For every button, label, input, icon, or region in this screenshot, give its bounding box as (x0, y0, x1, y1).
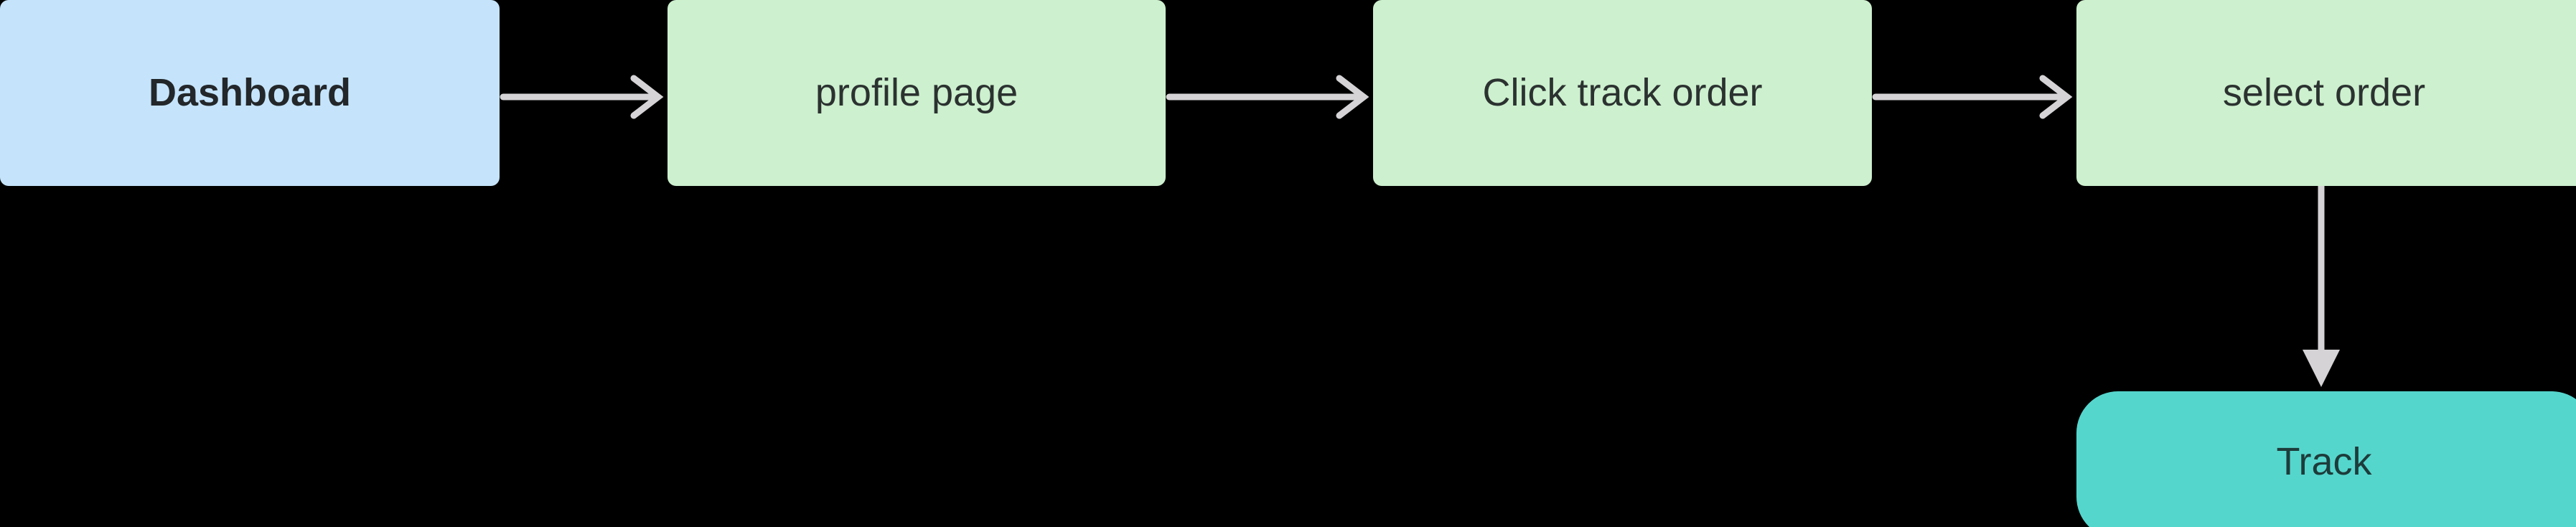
edge-dashboard-to-profile-page[interactable] (499, 68, 671, 126)
flowchart-node-select-order[interactable]: select order (2076, 0, 2576, 186)
edge-select-order-to-track[interactable] (2290, 183, 2390, 398)
node-label-track: Track (2276, 440, 2372, 484)
arrowhead-right-icon (630, 75, 664, 119)
arrowhead-down-icon (2303, 350, 2340, 387)
flowchart-node-track[interactable]: Track (2076, 391, 2576, 527)
node-label-dashboard: Dashboard (148, 71, 352, 115)
node-label-select-order: select order (2222, 71, 2426, 115)
edge-click-track-order-to-select-order[interactable] (1871, 68, 2080, 126)
flowchart-node-dashboard[interactable]: Dashboard (0, 0, 500, 186)
flowchart-node-profile-page[interactable]: profile page (668, 0, 1166, 186)
arrowhead-right-icon (1336, 75, 1369, 119)
flowchart-node-click-track-order[interactable]: Click track order (1373, 0, 1872, 186)
arrowhead-right-icon (2039, 75, 2073, 119)
node-label-click-track-order: Click track order (1482, 71, 1763, 115)
node-label-profile-page: profile page (815, 71, 1018, 115)
edge-profile-page-to-click-track-order[interactable] (1165, 68, 1377, 126)
